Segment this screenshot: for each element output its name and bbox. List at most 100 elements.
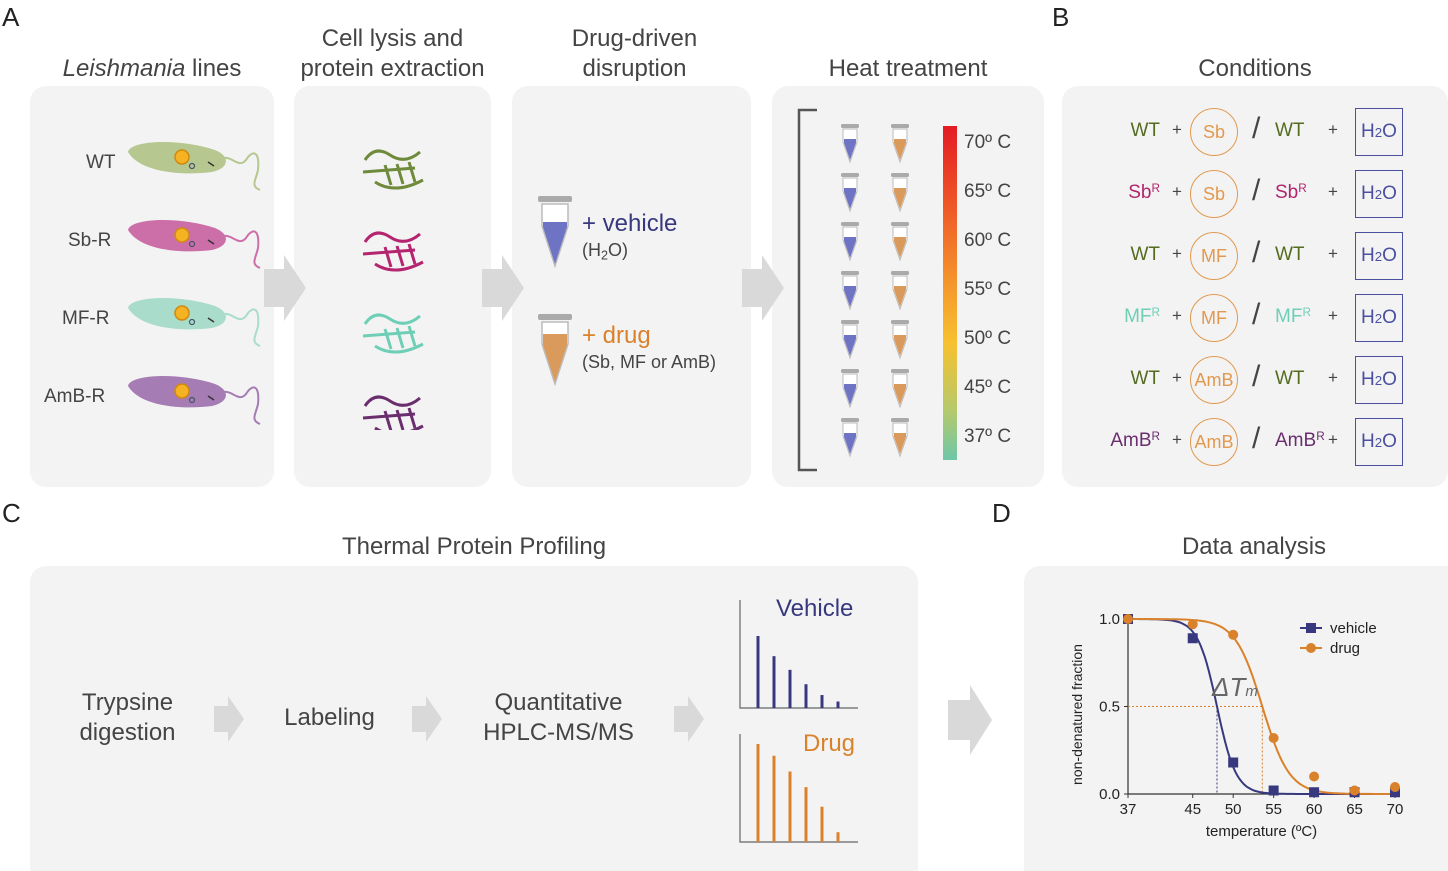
condition-0-water-o: O [1382,121,1397,142]
temperature-label-5: 45º C [964,377,1012,398]
condition-5-plus-a: + [1172,430,1182,449]
condition-2-water-h: H [1361,245,1375,266]
temperature-label-1: 65º C [964,181,1012,202]
arrow-c-to-d-icon [948,685,992,755]
condition-2-water-sub: 2 [1374,248,1383,264]
condition-2-control: WT [1275,244,1305,266]
step-hplc-line2: HPLC-MS/MS [483,719,634,746]
condition-1-sample: SbR [1128,182,1160,204]
condition-5-plus-b: + [1328,430,1338,449]
arrow-a3-icon [742,255,784,321]
spectrum-vehicle-label: Vehicle [776,595,854,622]
vehicle-label: + vehicle [582,210,678,237]
condition-5-drug-circle: AmB [1190,418,1238,466]
delta-tm-main: ΔT [1212,672,1246,702]
legend-marker-drug [1306,643,1316,653]
condition-0-plus-a: + [1172,120,1182,139]
title-drug-line1: Drug-driven [571,25,698,52]
title-leishmania-lines: Leishmania lines [30,54,274,84]
heat-tube-drug-2-icon [891,222,909,262]
panel-conditions [1062,86,1448,487]
step-labeling: Labeling [284,704,375,731]
x-tick-label-1: 45 [1184,801,1201,818]
heat-tube-vehicle-3-icon [841,271,859,311]
condition-0-sample-name: WT [1130,120,1160,141]
x-tick-label-5: 65 [1346,801,1363,818]
title-cell-lysis-line1: Cell lysis and [321,25,464,52]
parasite-ambr-icon [128,375,261,425]
heat-tube-drug-5-icon [891,369,909,409]
x-tick-label-6: 70 [1387,801,1404,818]
protein-wt-icon [362,149,424,190]
condition-0-sample: WT [1130,120,1160,142]
proteins-svg [362,149,424,430]
line-label-wt: WT [86,152,116,173]
parasite-mfr-icon [128,297,261,347]
x-axis-label: temperature (ºC) [1206,823,1317,840]
step-trypsine-line1: Trypsine [81,689,174,716]
step-hplc-line1: Quantitative [494,689,623,716]
condition-3-plus-b: + [1328,306,1338,325]
arrow-c1-icon [214,696,244,742]
point-drug-5 [1349,785,1360,796]
panel-letter-d: D [992,498,1011,528]
panel-letter-b: B [1052,2,1070,32]
temperature-label-3: 55º C [964,279,1012,300]
condition-5-water-o: O [1382,431,1397,452]
condition-3-control-name: MF [1275,306,1303,327]
step-trypsine-digestion: Trypsine digestion [60,688,195,748]
heat-tube-vehicle-5-icon [841,369,859,409]
heat-tube-vehicle-1-icon [841,173,859,213]
line-label-sbr: Sb-R [68,230,112,251]
heat-tube-drug-3-icon [891,271,909,311]
condition-3-water-sub: 2 [1374,310,1383,326]
y-tick-label-2: 1.0 [1099,611,1120,628]
spectra-svg [739,600,858,843]
legend-marker-vehicle [1306,623,1316,633]
condition-1-plus-a: + [1172,182,1182,201]
point-drug-1 [1187,619,1198,630]
condition-3-plus-a: + [1172,306,1182,325]
condition-2-plus-b: + [1328,244,1338,263]
temperature-label-0: 70º C [964,132,1012,153]
condition-1-water-h: H [1361,183,1375,204]
condition-2-drug-circle: MF [1190,232,1238,280]
y-axis-label: non-denatured fraction [1069,644,1085,785]
condition-3-control-sup: R [1302,306,1311,320]
delta-tm-label: ΔTm [1212,672,1258,703]
condition-3-control: MFR [1275,306,1311,328]
condition-1-control-sup: R [1298,182,1307,196]
condition-5-water-h: H [1361,431,1375,452]
condition-2-water-o: O [1382,245,1397,266]
heat-tube-vehicle-2-icon [841,222,859,262]
legend-label-vehicle: vehicle [1330,620,1377,637]
condition-4-control: WT [1275,368,1305,390]
y-tick-label-1: 0.5 [1099,699,1120,716]
protein-mfr-icon [362,313,424,354]
condition-4-plus-a: + [1172,368,1182,387]
heat-tube-vehicle-6-icon [841,418,859,458]
condition-3-slash: / [1252,298,1261,331]
x-tick-label-0: 37 [1120,801,1137,818]
point-drug-6 [1390,782,1400,792]
condition-1-control: SbR [1275,182,1307,204]
condition-0-control-name: WT [1275,120,1305,141]
condition-0-slash: / [1252,112,1261,145]
condition-1-water-sub: 2 [1374,186,1383,202]
condition-4-sample: WT [1130,368,1160,390]
title-conditions: Conditions [1198,55,1312,82]
condition-0-water-h: H [1361,121,1375,142]
panel-cell-lysis [294,86,491,487]
heat-tube-vehicle-0-icon [841,124,859,164]
protein-ambr-icon [362,395,424,430]
parasites-svg [128,141,261,425]
protein-sbr-icon [362,231,424,272]
condition-3-sample: MFR [1124,306,1160,328]
heat-tube-drug-6-icon [891,418,909,458]
y-tick-label-0: 0.0 [1099,786,1120,803]
parasite-sbr-icon [128,219,261,269]
